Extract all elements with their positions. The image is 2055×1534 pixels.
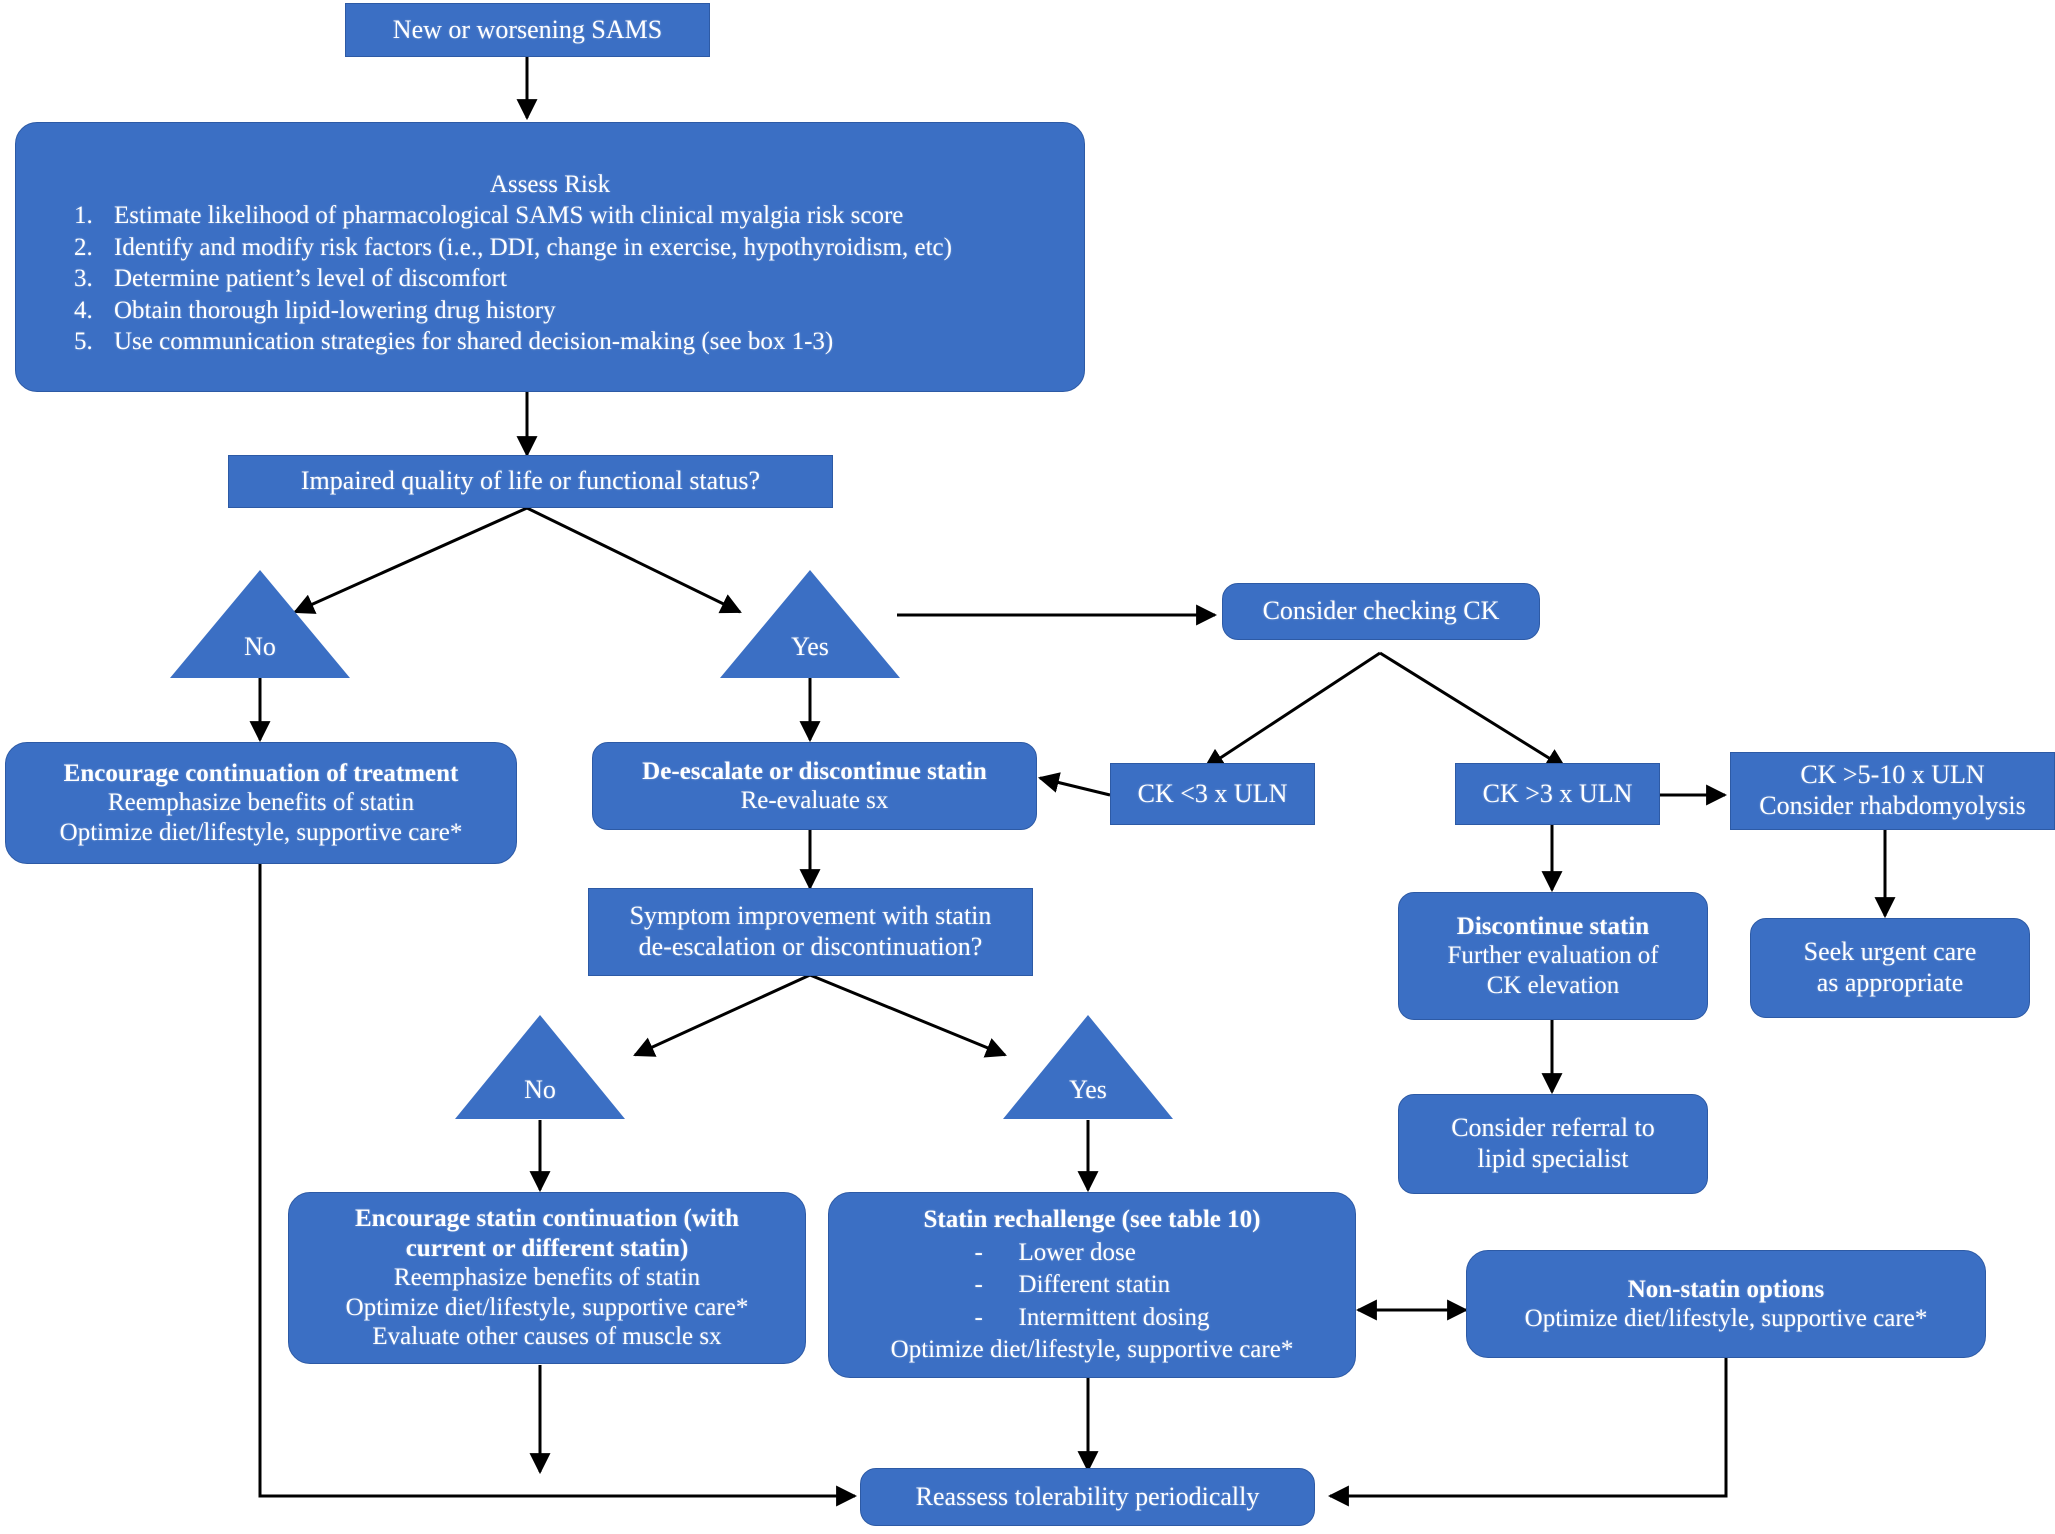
encourage-continuation-line3: Optimize diet/lifestyle, supportive care…	[59, 818, 463, 846]
assess-item-number: 3.	[74, 265, 93, 292]
symptom-improve-line2: de-escalation or discontinuation?	[638, 932, 983, 961]
wire-nonstatin-to-reassess	[1327, 1358, 1728, 1507]
statin-rechallenge-item: - Different statin	[975, 1270, 1210, 1300]
assess-risk-list: 1. Estimate likelihood of pharmacologica…	[16, 199, 1084, 359]
discontinue-statin-line1: Discontinue statin	[1456, 912, 1650, 940]
ck-gt3-label: CK >3 x ULN	[1482, 778, 1633, 808]
assess-item-text: Estimate likelihood of pharmacological S…	[114, 202, 904, 229]
decision-yes-2-label: Yes	[1069, 1075, 1107, 1104]
node-start-label: New or worsening SAMS	[392, 14, 663, 44]
assess-item-text: Obtain thorough lipid-lowering drug hist…	[114, 296, 556, 324]
assess-item-number: 4.	[74, 296, 93, 324]
assess-item-text: Determine patient’s level of discomfort	[114, 265, 507, 292]
assess-item-number: 5.	[74, 328, 93, 355]
node-impaired-quality-question[interactable]: Impaired quality of life or functional s…	[228, 455, 833, 508]
encourage-statin-line5: Evaluate other causes of muscle sx	[372, 1323, 722, 1351]
assess-item-number: 2.	[74, 233, 93, 261]
node-ck-less-than-3[interactable]: CK <3 x ULN	[1110, 763, 1315, 825]
encourage-continuation-line2: Reemphasize benefits of statin	[107, 789, 415, 817]
discontinue-statin-line3: CK elevation	[1486, 971, 1620, 999]
ck-gt510-line2: Consider rhabdomyolysis	[1759, 791, 2026, 820]
wire-symptom-to-no	[633, 973, 811, 1057]
wire-symptom-to-yes	[809, 973, 1007, 1058]
statin-rechallenge-footer: Optimize diet/lifestyle, supportive care…	[890, 1336, 1294, 1364]
rechallenge-dash: -	[974, 1271, 983, 1299]
encourage-statin-line2: current or different statin)	[405, 1234, 689, 1262]
node-encourage-continuation[interactable]: Encourage continuation of treatment Reem…	[5, 742, 517, 864]
wire-ck-to-gt3	[1379, 651, 1567, 770]
assess-item-text: Identify and modify risk factors (i.e., …	[114, 233, 952, 261]
assess-item-number: 1.	[74, 202, 93, 229]
deescalate-line1: De-escalate or discontinue statin	[642, 757, 987, 785]
wire-lt3-to-deescalate	[1037, 772, 1111, 797]
symptom-improve-line1: Symptom improvement with statin	[629, 901, 992, 931]
rechallenge-text: Different statin	[1018, 1271, 1171, 1299]
node-consider-checking-ck[interactable]: Consider checking CK	[1222, 583, 1540, 640]
decision-yes-1-label: Yes	[791, 632, 829, 661]
node-deescalate-discontinue[interactable]: De-escalate or discontinue statin Re-eva…	[592, 742, 1037, 830]
wire-impaired-to-yes	[526, 506, 742, 614]
node-non-statin-options[interactable]: Non-statin options Optimize diet/lifesty…	[1466, 1250, 1986, 1358]
node-symptom-improvement-question[interactable]: Symptom improvement with statin de-escal…	[588, 888, 1033, 976]
referral-lipid-line1: Consider referral to	[1451, 1113, 1655, 1143]
non-statin-line2: Optimize diet/lifestyle, supportive care…	[1524, 1305, 1928, 1332]
discontinue-statin-line2: Further evaluation of	[1447, 942, 1659, 970]
encourage-statin-line3: Reemphasize benefits of statin	[393, 1264, 701, 1292]
node-consider-referral-lipid[interactable]: Consider referral to lipid specialist	[1398, 1094, 1708, 1194]
node-assess-risk[interactable]: Assess Risk 1. Estimate likelihood of ph…	[15, 122, 1085, 392]
wire-ck-to-lt3	[1203, 651, 1381, 770]
consider-ck-label: Consider checking CK	[1262, 596, 1500, 626]
node-encourage-statin-continuation[interactable]: Encourage statin continuation (with curr…	[288, 1192, 806, 1364]
assess-risk-item: 3. Determine patient’s level of discomfo…	[74, 264, 1084, 294]
encourage-statin-line1: Encourage statin continuation (with	[354, 1205, 740, 1233]
decision-triangle-no-1[interactable]: No	[170, 570, 350, 678]
assess-item-text: Use communication strategies for shared …	[114, 328, 834, 355]
statin-rechallenge-list: - Lower dose - Different statin - Interm…	[975, 1235, 1210, 1336]
assess-risk-item: 2. Identify and modify risk factors (i.e…	[74, 233, 1084, 263]
node-statin-rechallenge[interactable]: Statin rechallenge (see table 10) - Lowe…	[828, 1192, 1356, 1378]
assess-risk-item: 5. Use communication strategies for shar…	[74, 327, 1084, 357]
reassess-label: Reassess tolerability periodically	[915, 1481, 1260, 1511]
seek-urgent-line2: as appropriate	[1816, 968, 1964, 997]
rechallenge-text: Lower dose	[1018, 1238, 1136, 1266]
ck-lt3-label: CK <3 x ULN	[1137, 778, 1288, 808]
node-seek-urgent-care[interactable]: Seek urgent care as appropriate	[1750, 918, 2030, 1018]
assess-risk-item: 1. Estimate likelihood of pharmacologica…	[74, 201, 1084, 231]
ck-gt510-line1: CK >5-10 x ULN	[1800, 760, 1985, 790]
referral-lipid-line2: lipid specialist	[1477, 1144, 1629, 1173]
node-ck-greater-5-10[interactable]: CK >5-10 x ULN Consider rhabdomyolysis	[1730, 752, 2055, 830]
encourage-continuation-line1: Encourage continuation of treatment	[63, 759, 459, 787]
statin-rechallenge-title: Statin rechallenge (see table 10)	[923, 1206, 1261, 1234]
decision-triangle-yes-2[interactable]: Yes	[1003, 1015, 1173, 1119]
assess-risk-title: Assess Risk	[489, 170, 611, 198]
rechallenge-dash: -	[974, 1303, 983, 1331]
impaired-quality-label: Impaired quality of life or functional s…	[300, 466, 761, 496]
deescalate-line2: Re-evaluate sx	[740, 787, 889, 814]
rechallenge-dash: -	[974, 1238, 983, 1266]
decision-no-1-label: No	[244, 632, 276, 661]
decision-triangle-yes-1[interactable]: Yes	[720, 570, 900, 678]
seek-urgent-line1: Seek urgent care	[1803, 937, 1977, 967]
statin-rechallenge-item: - Lower dose	[975, 1238, 1210, 1268]
node-discontinue-statin[interactable]: Discontinue statin Further evaluation of…	[1398, 892, 1708, 1020]
assess-risk-item: 4. Obtain thorough lipid-lowering drug h…	[74, 296, 1084, 326]
node-reassess-tolerability[interactable]: Reassess tolerability periodically	[860, 1468, 1315, 1526]
statin-rechallenge-item: - Intermittent dosing	[975, 1303, 1210, 1333]
encourage-statin-line4: Optimize diet/lifestyle, supportive care…	[345, 1293, 749, 1321]
decision-no-2-label: No	[524, 1075, 556, 1104]
rechallenge-text: Intermittent dosing	[1018, 1303, 1210, 1331]
decision-triangle-no-2[interactable]: No	[455, 1015, 625, 1119]
node-ck-greater-than-3[interactable]: CK >3 x ULN	[1455, 763, 1660, 825]
node-start[interactable]: New or worsening SAMS	[345, 3, 710, 57]
non-statin-line1: Non-statin options	[1627, 1275, 1825, 1303]
